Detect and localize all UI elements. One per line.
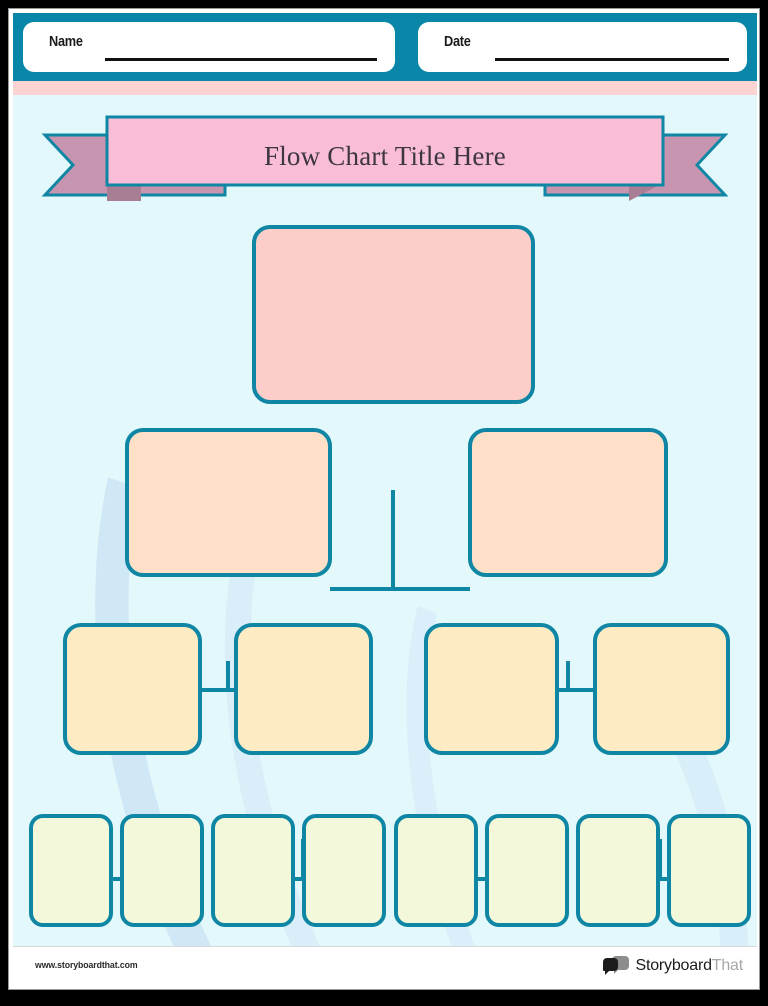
name-field-label: Name (49, 34, 83, 50)
flow-node-level4[interactable] (211, 814, 295, 927)
title-banner: Flow Chart Title Here (29, 109, 741, 209)
ribbon-shape-icon (41, 115, 729, 201)
flow-node-level4[interactable] (29, 814, 113, 927)
connector-l2a-bar (130, 688, 306, 692)
flow-chart-title: Flow Chart Title Here (264, 141, 506, 171)
flow-node-level3[interactable] (63, 623, 202, 755)
date-field-label: Date (444, 34, 471, 50)
flow-node-level4[interactable] (667, 814, 751, 927)
flow-node-level2[interactable] (125, 428, 332, 577)
speech-bubbles-icon (602, 955, 629, 977)
flow-chart (13, 95, 757, 946)
connector-l2b-down (566, 661, 570, 691)
flow-node-level4[interactable] (120, 814, 204, 927)
flow-node-level4[interactable] (576, 814, 660, 927)
footer-website-url[interactable]: www.storyboardthat.com (35, 960, 138, 971)
speech-bubble-front-icon (602, 958, 618, 975)
flow-node-level4[interactable] (302, 814, 386, 927)
brand-wordmark: StoryboardThat (636, 957, 744, 975)
date-field-writing-line[interactable] (495, 58, 729, 61)
brand-secondary-text: That (711, 957, 743, 974)
connector-level2-bar (330, 587, 470, 591)
date-field[interactable]: Date (418, 22, 747, 72)
name-field[interactable]: Name (23, 22, 395, 72)
storyboardthat-logo[interactable]: StoryboardThat (602, 955, 744, 977)
flow-node-level3[interactable] (593, 623, 730, 755)
flow-node-level3[interactable] (424, 623, 559, 755)
flow-node-level2[interactable] (468, 428, 668, 577)
header-band: Name Date (13, 13, 757, 81)
connector-l2b-bar (489, 688, 661, 692)
flow-node-level4[interactable] (394, 814, 478, 927)
name-field-writing-line[interactable] (105, 58, 377, 61)
worksheet-body: Flow Chart Title Here (13, 95, 757, 946)
connector-root-down (391, 490, 395, 589)
connector-l2a-down (226, 661, 230, 691)
brand-primary-text: Storyboard (635, 957, 712, 974)
flow-node-level3[interactable] (234, 623, 373, 755)
flow-node-level4[interactable] (485, 814, 569, 927)
footer: www.storyboardthat.com StoryboardThat (13, 946, 757, 988)
accent-strip (13, 81, 757, 95)
flow-node-level1[interactable] (252, 225, 535, 404)
page-canvas: Name Date (8, 8, 760, 990)
connector-l3d-down (658, 839, 662, 879)
